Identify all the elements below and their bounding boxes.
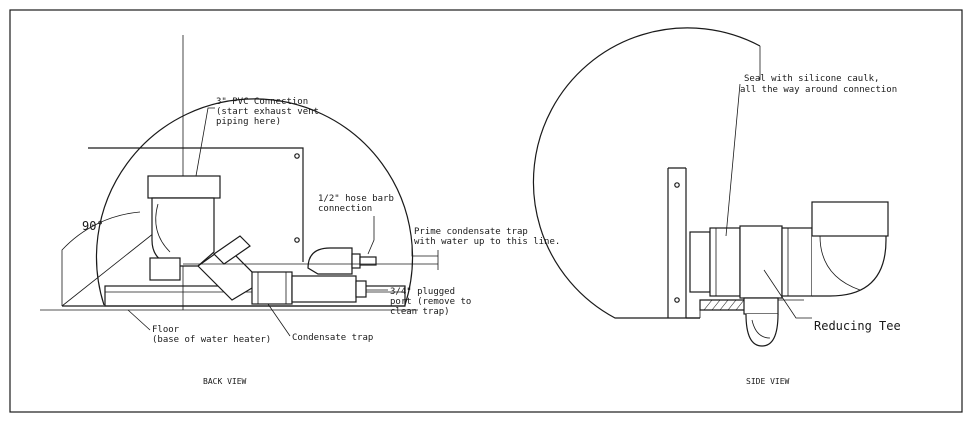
- seal-leader: [725, 83, 741, 237]
- side-view: Seal with silicone caulk, all the way ar…: [532, 27, 901, 386]
- back-view: 90° 3" PVC Connection (start exhaust ven…: [40, 35, 560, 386]
- trap-coupling: [251, 271, 293, 305]
- prime-label-2: with water up to this line.: [414, 237, 560, 247]
- prime-label-1: Prime condensate trap: [414, 227, 528, 237]
- floor-leader: [127, 309, 151, 331]
- drawing-frame: [9, 9, 963, 413]
- panel-screw-top: [294, 153, 300, 159]
- pvc-label-2: (start exhaust vent: [216, 107, 319, 117]
- prime-leader: [411, 246, 438, 257]
- seal-label-1: Seal with silicone caulk,: [744, 74, 879, 84]
- panel-screw-bottom: [294, 237, 300, 243]
- hose-nut: [351, 253, 361, 269]
- pvc-leader: [195, 107, 215, 177]
- tee-bottom-trap: [745, 313, 779, 347]
- angle-label: 90°: [82, 219, 104, 233]
- back-view-title: BACK VIEW: [203, 377, 247, 386]
- pvc-collar: [147, 175, 221, 199]
- port-label-1: 3/4" plugged: [390, 287, 455, 297]
- floor-label-1: Floor: [152, 325, 180, 335]
- heater-outline-side: [532, 27, 761, 319]
- back-panel: [88, 147, 304, 262]
- pvc-label-1: 3" PVC Connection: [216, 97, 308, 107]
- trap-label: Condensate trap: [292, 333, 373, 343]
- angled-coupling: [213, 235, 251, 265]
- tee-leader: [763, 269, 812, 319]
- hose-fitting: [307, 247, 353, 275]
- tee-coupling-left: [709, 227, 741, 297]
- port-label-3: clean trap): [390, 307, 450, 317]
- side-screw-bottom: [674, 297, 680, 303]
- side-view-title: SIDE VIEW: [746, 377, 790, 386]
- tee-coupling-right: [781, 227, 813, 297]
- seal-label-2: all the way around connection: [740, 85, 897, 95]
- hose-leader: [367, 216, 375, 255]
- side-screw-top: [674, 182, 680, 188]
- pvc-label-3: piping here): [216, 117, 281, 127]
- port-label-2: port (remove to: [390, 297, 471, 307]
- wall-flange: [689, 231, 711, 293]
- hose-barb: [359, 256, 377, 266]
- hose-label-1: 1/2" hose barb: [318, 194, 394, 204]
- elbow-curve: [155, 203, 171, 253]
- heater-outline-back: [95, 98, 414, 306]
- pvc-elbow: [151, 197, 215, 267]
- plugged-port: [355, 280, 367, 298]
- trap-body: [291, 275, 357, 303]
- angle-arc: [61, 211, 141, 306]
- hose-label-2: connection: [318, 204, 372, 214]
- tee-bottom-coupling: [743, 297, 779, 315]
- pvc-base: [149, 257, 181, 281]
- trap-leader: [267, 303, 291, 337]
- floor-label-2: (base of water heater): [152, 335, 271, 345]
- tee-label: Reducing Tee: [814, 319, 901, 333]
- side-elbow-collar: [811, 201, 889, 237]
